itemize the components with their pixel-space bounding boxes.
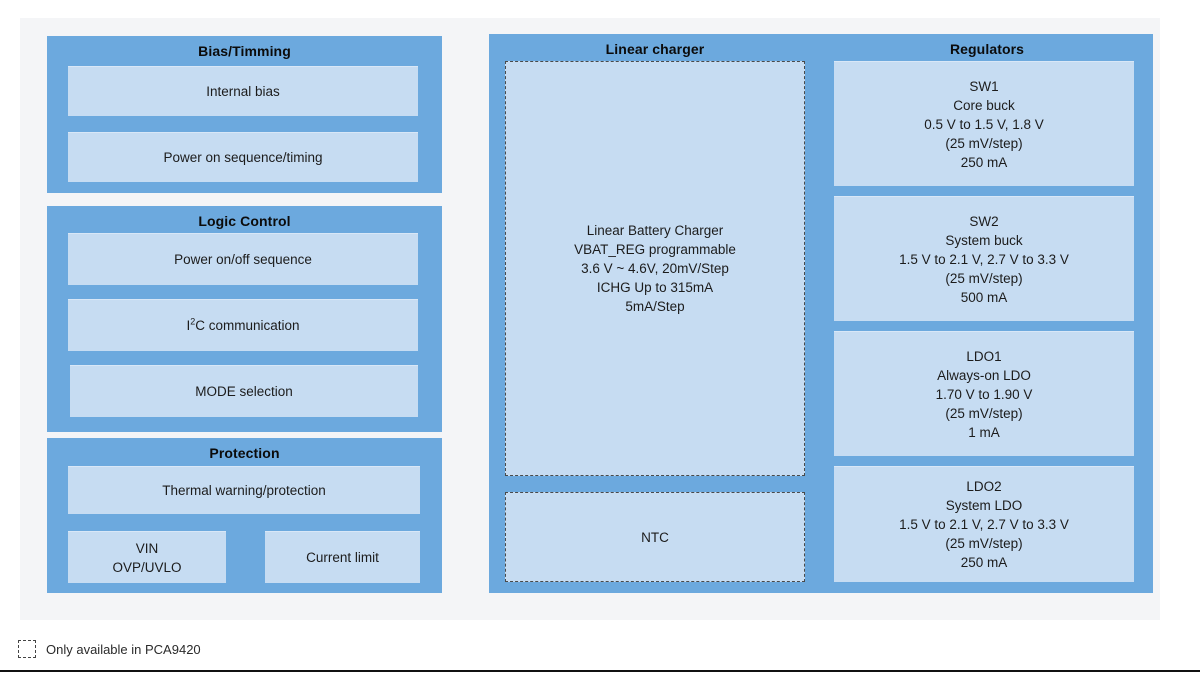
group-title-regulators: Regulators xyxy=(949,41,1025,57)
block-ldo1-line-2: Always-on LDO xyxy=(937,367,1031,383)
block-ldo2-line-1: LDO2 xyxy=(966,479,1002,494)
block-linear-battery-charger-line-2: VBAT_REG programmable xyxy=(574,242,736,257)
group-title-protection: Protection xyxy=(209,445,280,461)
legend: Only available in PCA9420 xyxy=(18,640,201,658)
block-mode-selection-line-1: MODE selection xyxy=(195,384,293,399)
block-vin-ovp-uvlo: VIN OVP/UVLO xyxy=(68,531,226,583)
block-ntc-line-1: NTC xyxy=(641,529,669,545)
block-mode-selection: MODE selection xyxy=(70,365,418,417)
block-ldo2: LDO2 System LDO 1.5 V to 2.1 V, 2.7 V to… xyxy=(834,466,1134,582)
block-ldo1-line-4: (25 mV/step) xyxy=(945,405,1023,421)
block-ldo2-line-5: 250 mA xyxy=(960,555,1008,570)
block-current-limit-line-1: Current limit xyxy=(306,550,379,565)
block-i2c-communication-line-1: I2C communication xyxy=(186,316,299,335)
i2c-superscript: 2 xyxy=(190,316,196,327)
block-linear-battery-charger-line-5: 5mA/Step xyxy=(625,299,685,314)
block-power-on-off-sequence-line-1: Power on/off sequence xyxy=(174,252,312,267)
block-sw1-line-1: SW1 xyxy=(969,78,999,94)
group-right-title-row: Linear charger Regulators xyxy=(489,34,1153,57)
block-power-on-sequence-timing-line-1: Power on sequence/timing xyxy=(163,150,323,165)
block-ldo2-line-2: System LDO xyxy=(945,498,1023,513)
block-sw1-line-3: 0.5 V to 1.5 V, 1.8 V xyxy=(924,116,1044,132)
block-sw1: SW1 Core buck 0.5 V to 1.5 V, 1.8 V (25 … xyxy=(834,61,1134,186)
block-thermal-line-1: Thermal warning/protection xyxy=(162,483,326,498)
block-ldo1: LDO1 Always-on LDO 1.70 V to 1.90 V (25 … xyxy=(834,331,1134,456)
block-ldo2-line-3: 1.5 V to 2.1 V, 2.7 V to 3.3 V xyxy=(899,517,1069,532)
block-sw2-line-5: 500 mA xyxy=(960,289,1008,305)
block-sw2: SW2 System buck 1.5 V to 2.1 V, 2.7 V to… xyxy=(834,196,1134,321)
block-linear-battery-charger-line-3: 3.6 V ~ 4.6V, 20mV/Step xyxy=(581,261,729,276)
block-vin-ovp-uvlo-line-2: OVP/UVLO xyxy=(112,559,182,575)
block-ldo1-line-5: 1 mA xyxy=(968,424,1000,440)
legend-label: Only available in PCA9420 xyxy=(46,641,201,657)
block-sw1-line-2: Core buck xyxy=(953,97,1015,113)
block-internal-bias-line-1: Internal bias xyxy=(206,84,280,99)
block-thermal-warning-protection: Thermal warning/protection xyxy=(68,466,420,514)
bottom-divider xyxy=(0,670,1200,672)
dashed-square-icon xyxy=(18,640,36,658)
block-i2c-communication: I2C communication xyxy=(68,299,418,351)
block-sw1-line-4: (25 mV/step) xyxy=(945,135,1023,151)
group-title-logic-control: Logic Control xyxy=(198,213,291,229)
block-ntc: NTC xyxy=(505,492,805,582)
block-sw1-line-5: 250 mA xyxy=(960,154,1008,170)
block-internal-bias: Internal bias xyxy=(68,66,418,116)
block-power-on-off-sequence: Power on/off sequence xyxy=(68,233,418,285)
block-vin-ovp-uvlo-line-1: VIN xyxy=(135,540,159,556)
block-ldo1-line-1: LDO1 xyxy=(966,348,1002,364)
block-ldo1-line-3: 1.70 V to 1.90 V xyxy=(935,386,1033,402)
block-power-on-sequence-timing: Power on sequence/timing xyxy=(68,132,418,182)
block-sw2-line-3: 1.5 V to 2.1 V, 2.7 V to 3.3 V xyxy=(899,251,1069,267)
block-linear-battery-charger-line-4: ICHG Up to 315mA xyxy=(596,280,714,295)
block-sw2-line-2: System buck xyxy=(945,232,1023,248)
block-sw2-line-4: (25 mV/step) xyxy=(945,270,1023,286)
group-title-linear-charger: Linear charger xyxy=(605,41,705,57)
block-sw2-line-1: SW2 xyxy=(969,213,999,229)
i2c-prefix: I xyxy=(186,318,191,333)
block-linear-battery-charger: Linear Battery Charger VBAT_REG programm… xyxy=(505,61,805,476)
block-linear-battery-charger-line-1: Linear Battery Charger xyxy=(586,223,724,238)
block-current-limit: Current limit xyxy=(265,531,420,583)
block-ldo2-line-4: (25 mV/step) xyxy=(945,536,1023,551)
group-title-bias-timming: Bias/Timming xyxy=(198,43,291,59)
i2c-suffix: C communication xyxy=(195,318,300,333)
